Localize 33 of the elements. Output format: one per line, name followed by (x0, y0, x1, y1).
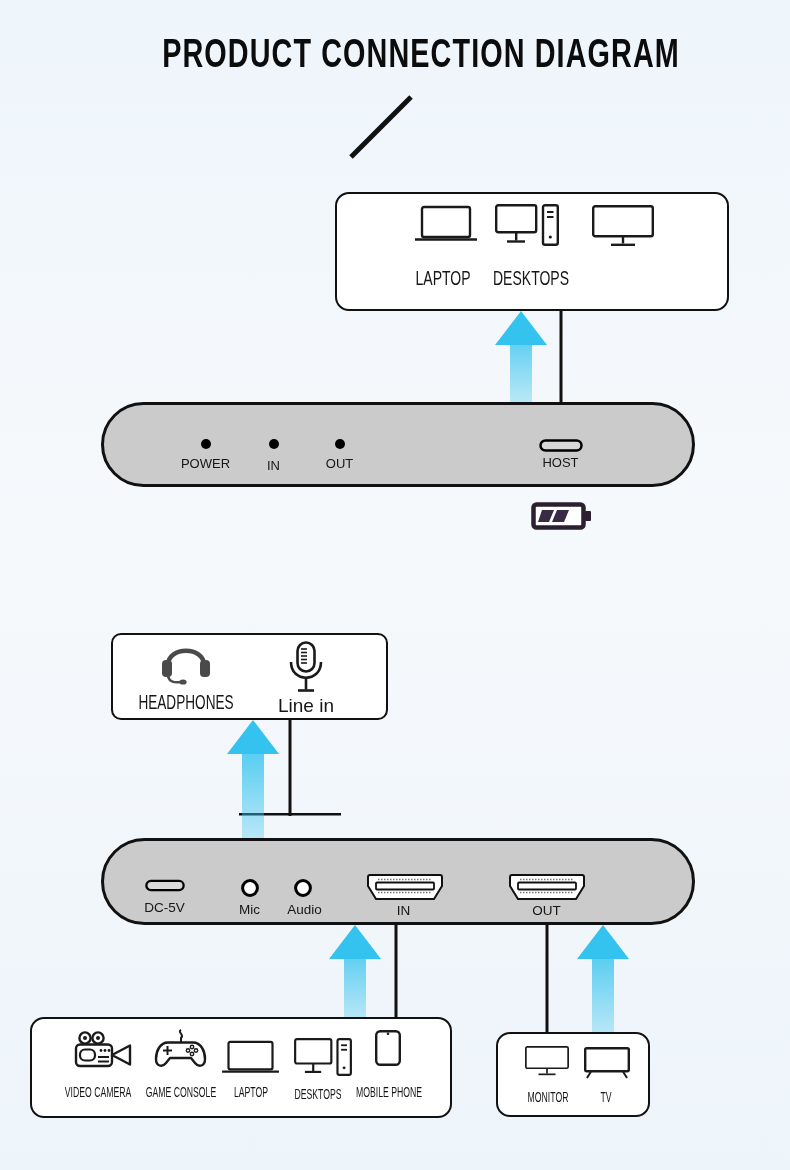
flow-arrow (227, 720, 279, 838)
port-label: Mic (239, 902, 260, 916)
connector-line (394, 925, 398, 1017)
port-label: IN (396, 903, 411, 917)
diagram-title: PRODUCT CONNECTION DIAGRAM (162, 33, 680, 73)
port-label: Audio (287, 902, 322, 916)
port-label: POWER (180, 456, 231, 470)
device-box (335, 192, 729, 311)
connector-line (545, 925, 549, 1032)
device-label: MONITOR (527, 1090, 569, 1104)
flow-arrow (577, 925, 629, 1032)
flow-arrow (495, 311, 547, 402)
device-label: LAPTOP (415, 267, 470, 288)
device-label: HEADPHONES (138, 692, 234, 712)
device-label: DESKTOPS (293, 1086, 342, 1101)
connector-line (559, 311, 563, 402)
port-label: OUT (325, 456, 354, 470)
device-label: Line in (278, 696, 334, 715)
port-label: HOST (542, 455, 579, 469)
device-box (111, 633, 388, 720)
device-label: TV (600, 1090, 612, 1104)
device-box (496, 1032, 650, 1117)
flow-arrow (329, 925, 381, 1017)
device-label: MOBILE PHONE (355, 1084, 422, 1099)
device-box (30, 1017, 452, 1118)
device-label: GAME CONSOLE (145, 1084, 216, 1099)
port-label: IN (267, 458, 280, 472)
device-label: LAPTOP (233, 1084, 268, 1099)
port-label: DC-5V (144, 900, 185, 914)
connector-line (239, 720, 341, 816)
device-label: DESKTOPS (492, 267, 569, 288)
port-label: OUT (532, 903, 561, 917)
device-label: VIDEO CAMERA (64, 1084, 131, 1099)
